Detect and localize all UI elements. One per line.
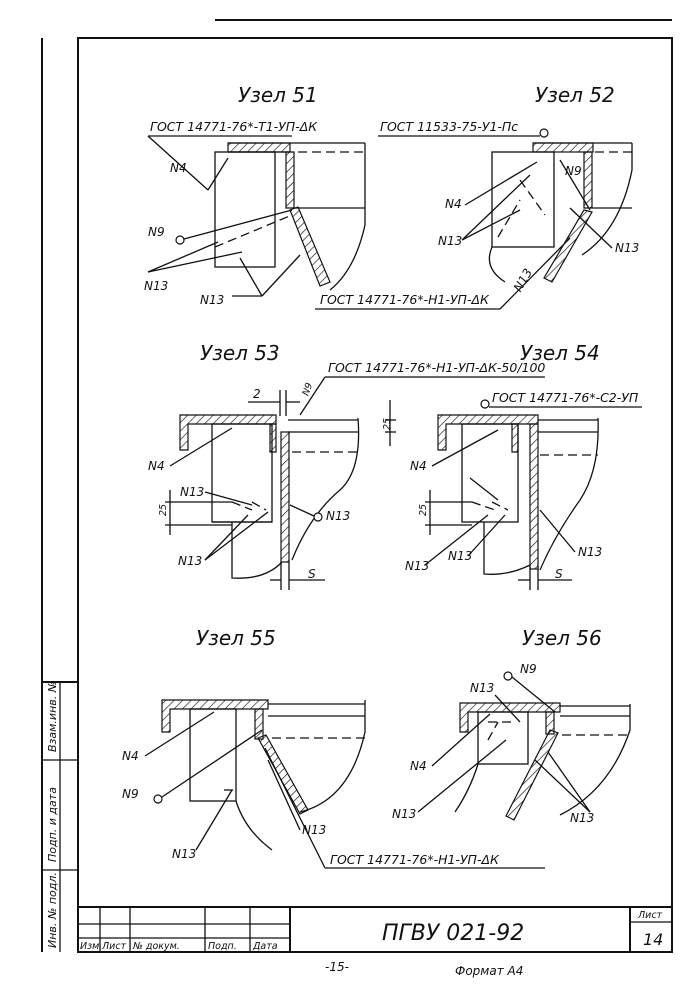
node-55-label-n13-a: N13 <box>172 847 196 861</box>
node-52-title: Узел 52 <box>535 83 615 107</box>
node-52-weld-spec: ГОСТ 11533-75-У1-Пс <box>380 119 518 134</box>
node-51-label-n4: N4 <box>170 161 187 175</box>
side-stamp-sign-date: Подп. и дата <box>46 787 59 862</box>
node-55-title: Узел 55 <box>196 626 276 650</box>
node-52-label-n13-c: N13 <box>511 266 535 294</box>
title-block-col-list: Лист <box>101 941 127 952</box>
paper-format: Формат А4 <box>455 964 523 978</box>
node-56-label-n4: N4 <box>410 759 427 773</box>
node-52-weld-spec-2: ГОСТ 14771-76*-Н1-УП-ΔК <box>320 292 490 307</box>
node-55-label-n4: N4 <box>122 749 139 763</box>
title-block-col-izm: Изм <box>80 941 99 952</box>
node-54-title: Узел 54 <box>520 341 600 365</box>
node-53-dim-gap: 2 <box>253 387 261 401</box>
node-56-title: Узел 56 <box>522 626 602 650</box>
node-53-gap-mark: N9 <box>300 381 315 397</box>
node-55: Узел 55 N4 N9 N13 N13 ГОСТ 14771-76*-Н1-… <box>122 626 545 869</box>
node-56-label-n13-a: N13 <box>470 681 494 695</box>
node-52-label-n13-a: N13 <box>438 234 462 248</box>
node-51-title: Узел 51 <box>238 83 318 107</box>
node-56-label-n9: N9 <box>520 662 537 676</box>
node-54: Узел 54 ГОСТ 14771-76*-С2-УП 25 N4 N13 N… <box>405 341 642 590</box>
node-54-dim-s: S <box>555 567 563 581</box>
node-53-label-n13-c: N13 <box>326 509 350 523</box>
node-56-label-n13-b: N13 <box>392 807 416 821</box>
node-53-label-n13-a: N13 <box>180 485 204 499</box>
node-53-weld-spec: ГОСТ 14771-76*-Н1-УП-ΔК-50/100 <box>328 360 545 375</box>
node-53-label-n13-b: N13 <box>178 554 202 568</box>
node-53-dim-s: S <box>308 567 316 581</box>
node-53-dim-h2: 25 <box>158 504 169 516</box>
title-block-col-doc: № докум. <box>132 941 180 952</box>
node-54-label-n13-b: N13 <box>448 549 472 563</box>
node-54-dim-h2: 25 <box>418 504 429 516</box>
node-56: Узел 56 N9 N13 N4 N13 N13 <box>392 626 631 825</box>
footer: -15- Формат А4 <box>325 960 523 978</box>
node-55-weld-spec: ГОСТ 14771-76*-Н1-УП-ΔК <box>330 852 500 867</box>
node-54-label-n13-a: N13 <box>405 559 429 573</box>
drawing-designation: ПГВУ 021-92 <box>382 921 524 946</box>
node-54-label-n13-c: N13 <box>578 545 602 559</box>
sheet-frame <box>41 19 673 953</box>
sheet-number: 14 <box>643 930 663 949</box>
node-51: Узел 51 ГОСТ 14771-76*-Т1-УП-ΔК N4 N9 N1… <box>144 83 366 307</box>
sheet-label: Лист <box>637 910 663 921</box>
node-51-label-n9: N9 <box>148 225 165 239</box>
node-52-label-n9: N9 <box>565 164 582 178</box>
node-53-title: Узел 53 <box>200 341 280 365</box>
side-stamp: Инв. № подл. Подп. и дата Взам.инв. № <box>46 681 59 948</box>
node-55-label-n9: N9 <box>122 787 139 801</box>
node-52: Узел 52 ГОСТ 11533-75-У1-Пс N4 N9 N13 N1… <box>315 83 639 310</box>
node-51-label-n13-b: N13 <box>200 293 224 307</box>
title-block: Изм Лист № докум. Подп. Дата ПГВУ 021-92… <box>80 910 663 952</box>
node-54-weld-spec: ГОСТ 14771-76*-С2-УП <box>492 390 639 405</box>
side-stamp-inv-no: Инв. № подл. <box>46 872 59 948</box>
title-block-col-sign: Подп. <box>208 941 237 952</box>
node-53-dim-h1: 25 <box>382 418 393 430</box>
node-53-label-n4: N4 <box>148 459 165 473</box>
node-53: Узел 53 ГОСТ 14771-76*-Н1-УП-ΔК-50/100 N… <box>148 341 545 590</box>
page-number: -15- <box>325 960 349 974</box>
node-56-label-n13-c: N13 <box>570 811 594 825</box>
node-54-label-n4: N4 <box>410 459 427 473</box>
side-stamp-replace-inv: Взам.инв. № <box>46 681 59 752</box>
node-51-weld-spec: ГОСТ 14771-76*-Т1-УП-ΔК <box>150 119 318 134</box>
title-block-col-date: Дата <box>252 941 278 952</box>
node-52-label-n13-b: N13 <box>615 241 639 255</box>
node-52-label-n4: N4 <box>445 197 462 211</box>
node-51-label-n13-a: N13 <box>144 279 168 293</box>
